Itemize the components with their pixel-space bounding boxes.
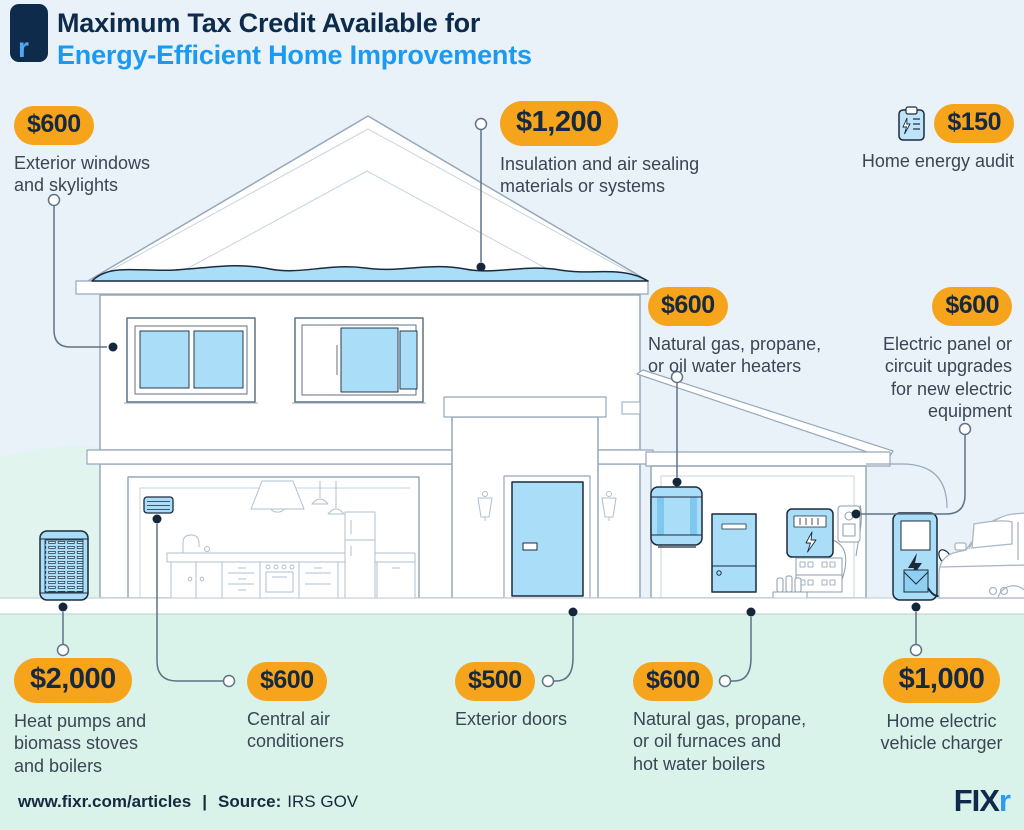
leader-ev-charger	[909, 602, 923, 657]
fixr-logo-mark: r	[10, 4, 48, 62]
website-url: www.fixr.com/articles	[18, 792, 192, 811]
window-right	[292, 317, 426, 404]
leader-furnace	[718, 607, 756, 688]
credit-amount-badge: $1,000	[882, 658, 1001, 703]
front-door	[511, 481, 584, 597]
leader-windows	[47, 193, 118, 352]
fixr-wordmark: FIXr	[953, 783, 1011, 818]
credit-label: Exterior doors	[455, 709, 568, 729]
porch-sconces	[477, 491, 617, 521]
callout-doors: $500 Exterior doors	[455, 662, 567, 730]
callout-furnaces: $600 Natural gas, propane, or oil furnac…	[633, 662, 806, 775]
credit-label: Exterior windows and skylights	[14, 153, 151, 196]
callout-water-heaters: $600 Natural gas, propane, or oil water …	[648, 287, 821, 378]
title-line-1: Maximum Tax Credit Available for	[57, 8, 481, 38]
footer: www.fixr.com/articles | Source: IRS GOV	[18, 792, 358, 812]
callout-ev-charger: $1,000 Home electric vehicle charger	[869, 658, 1014, 755]
water-heater	[650, 486, 703, 548]
credit-amount-badge: $150	[934, 104, 1014, 143]
heat-pump-unit	[39, 530, 89, 601]
leader-central-air	[152, 514, 236, 688]
electric-panel	[772, 504, 862, 599]
leader-lines	[47, 117, 972, 688]
leader-electric-panel	[851, 422, 972, 519]
fixr-wordmark-r: r	[998, 783, 1011, 818]
callout-central-air: $600 Central air conditioners	[247, 662, 344, 753]
callout-audit: $150 Home energy audit	[824, 104, 1014, 172]
window-left	[124, 317, 258, 404]
furnace	[711, 513, 757, 593]
credit-amount-badge: $1,200	[500, 101, 618, 146]
credit-amount-badge: $600	[633, 662, 713, 701]
credit-amount-badge: $2,000	[14, 658, 132, 703]
credit-label: Home energy audit	[861, 151, 1014, 171]
energy-audit-icon	[898, 105, 926, 141]
credit-label: Central air conditioners	[247, 709, 345, 752]
credit-label: Home electric vehicle charger	[880, 711, 1003, 754]
ground-slab	[0, 597, 1024, 615]
leader-water-heater	[670, 370, 684, 487]
credit-label: Electric panel or circuit upgrades for n…	[882, 334, 1012, 421]
leader-doors	[541, 607, 578, 688]
credit-amount-badge: $600	[932, 287, 1012, 326]
callout-heat-pumps: $2,000 Heat pumps and biomass stoves and…	[14, 658, 146, 777]
fixr-wordmark-fix: FIX	[953, 783, 1000, 818]
title-line-2: Energy-Efficient Home Improvements	[57, 40, 532, 71]
leader-insulation	[474, 117, 488, 272]
callout-windows: $600 Exterior windows and skylights	[14, 106, 150, 197]
credit-label: Natural gas, propane, or oil water heate…	[648, 334, 822, 377]
credit-label: Heat pumps and biomass stoves and boiler…	[14, 711, 147, 776]
callout-electric-panel: $600 Electric panel or circuit upgrades …	[847, 287, 1012, 422]
fixr-logo-glyph: r	[18, 32, 29, 63]
kitchen	[166, 480, 416, 599]
credit-amount-badge: $500	[455, 662, 535, 701]
footer-separator: |	[202, 792, 207, 811]
credit-label: Insulation and air sealing materials or …	[500, 154, 700, 197]
roof-insulation	[91, 265, 649, 282]
source-value: IRS GOV	[287, 792, 359, 811]
ground-background	[0, 612, 1024, 830]
gable-roof	[75, 115, 649, 295]
credit-label: Natural gas, propane, or oil furnaces an…	[633, 709, 807, 774]
car	[938, 512, 1024, 599]
callout-insulation: $1,200 Insulation and air sealing materi…	[500, 101, 699, 198]
page-title: Maximum Tax Credit Available for Energy-…	[57, 7, 532, 72]
mini-split-ac	[143, 496, 174, 514]
credit-amount-badge: $600	[14, 106, 94, 145]
credit-amount-badge: $600	[247, 662, 327, 701]
leader-heat-pump	[56, 602, 70, 657]
source-label: Source:	[218, 792, 282, 811]
credit-amount-badge: $600	[648, 287, 728, 326]
